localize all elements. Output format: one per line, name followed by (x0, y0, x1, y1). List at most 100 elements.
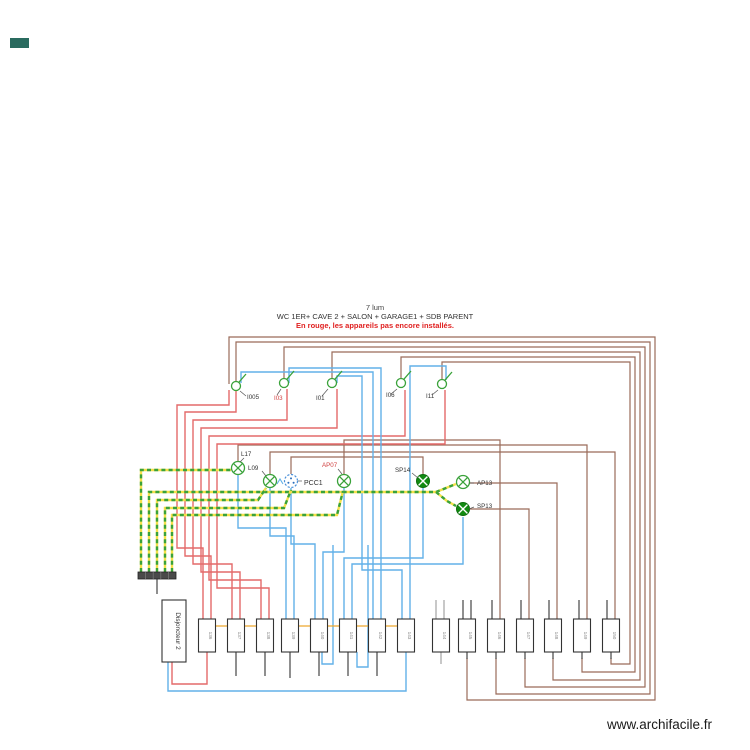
socket-pin-0 (290, 477, 292, 480)
spot-SP14[interactable]: SP14 (395, 467, 430, 488)
label-leader-1 (276, 388, 282, 396)
lamp-label-L09: L09 (248, 465, 259, 472)
switch-I03[interactable]: I03 (274, 370, 295, 402)
terminal-block-150[interactable]: 150 (601, 618, 621, 653)
wire-red-s1-a (176, 390, 230, 619)
terminal-number-141: 141 (349, 632, 354, 640)
socket-pin-2 (292, 481, 295, 484)
switch-dot-I01[interactable] (326, 377, 338, 389)
wire-earth-sp13-branch-yellow (435, 491, 457, 508)
wire-blue-top-142a (240, 371, 374, 619)
wire-earth-main-yellow (147, 490, 436, 572)
wire-earth-pcc1-yellow (163, 489, 293, 572)
socket-circle-PCC1[interactable] (283, 473, 299, 489)
label-leader-4 (431, 389, 439, 396)
lamp-label-AP13: AP13 (477, 480, 493, 487)
lamp-x2-L09 (264, 475, 276, 487)
terminal-box-142[interactable] (367, 618, 387, 653)
terminal-box-149[interactable] (572, 618, 592, 653)
switch-I01[interactable]: I01 (316, 370, 343, 402)
terminal-block-148[interactable]: 148 (543, 618, 563, 653)
switch-dot-I11[interactable] (436, 378, 448, 390)
terminal-block-137[interactable]: 137 (226, 618, 246, 653)
terminal-block-138[interactable]: 138 (255, 618, 275, 653)
switch-I06[interactable]: I06 (386, 370, 412, 399)
wire-brown-s1-b (235, 341, 651, 695)
wire-brown-s4 (400, 356, 636, 673)
terminal-block-145[interactable]: 145 (457, 618, 477, 653)
terminal-box-150[interactable] (601, 618, 621, 653)
wire-brown-pcc1-sp14 (290, 456, 424, 475)
earth-busbar[interactable] (137, 571, 177, 580)
terminal-block-140[interactable]: 140 (309, 618, 329, 653)
wire-brown-l17 (237, 444, 588, 619)
label-leader-10 (468, 506, 475, 510)
lamp-L09[interactable]: L09 (248, 465, 278, 489)
terminal-box-146[interactable] (486, 618, 506, 653)
terminal-number-136: 136 (208, 632, 213, 640)
switch-label-I03: I03 (274, 395, 283, 402)
wire-blue-sp13-141 (351, 517, 464, 619)
terminal-block-141[interactable]: 141 (338, 618, 358, 653)
switch-I11[interactable]: I11 (426, 371, 453, 400)
switch-I005[interactable]: I005 (230, 373, 260, 401)
wire-brown-sp13 (470, 508, 530, 619)
archifacile-watermark: www.archifacile.fr (606, 717, 712, 732)
terminal-block-144[interactable]: 144 (431, 618, 451, 653)
terminal-block-146[interactable]: 146 (486, 618, 506, 653)
wire-blue-l09-139 (269, 488, 295, 619)
lamp-L17[interactable]: L17 (230, 451, 252, 476)
switch-label-I11: I11 (426, 393, 435, 400)
lamp-AP07[interactable]: AP07 (322, 462, 352, 489)
breaker-disjoncteur-2[interactable]: Disjoncteur 2 (161, 599, 187, 663)
switch-lever-I11 (444, 371, 453, 382)
lamp-AP13[interactable]: AP13 (455, 474, 493, 490)
lamp-x2-L17 (232, 462, 244, 474)
switch-dot-I005[interactable] (230, 380, 242, 392)
terminal-number-138: 138 (266, 632, 271, 640)
lamp-x2-AP13 (457, 476, 469, 488)
terminal-box-148[interactable] (543, 618, 563, 653)
lamp-label-L17: L17 (241, 451, 252, 458)
switch-label-I01: I01 (316, 395, 325, 402)
wire-earth-ap13-branch-green (435, 482, 457, 494)
wire-earth-ap07-yellow (170, 490, 345, 572)
wire-earth-pcc1-green (163, 489, 293, 572)
lamp-x2-AP07 (338, 475, 350, 487)
terminal-box-139[interactable] (280, 618, 300, 653)
terminal-box-140[interactable] (309, 618, 329, 653)
wire-earth-main-green (147, 490, 436, 572)
wire-red-s1-b (184, 390, 237, 619)
wire-earth-l17-green (139, 468, 231, 572)
socket-PCC1[interactable]: PCC1 (276, 473, 323, 489)
wire-brown-s2 (283, 346, 646, 688)
wire-blue-breaker-143 (167, 652, 407, 692)
spot-SP13[interactable]: SP13 (456, 502, 493, 516)
terminal-box-144[interactable] (431, 618, 451, 653)
terminal-box-147[interactable] (515, 618, 535, 653)
terminal-box-137[interactable] (226, 618, 246, 653)
label-leader-6 (261, 470, 267, 477)
wire-brown-s3 (331, 351, 641, 681)
breaker-box[interactable] (161, 599, 187, 663)
terminal-block-149[interactable]: 149 (572, 618, 592, 653)
terminal-box-145[interactable] (457, 618, 477, 653)
switch-dot-I03[interactable] (278, 377, 290, 389)
label-leader-0 (239, 390, 247, 397)
terminal-block-139[interactable]: 139 (280, 618, 300, 653)
terminal-box-143[interactable] (396, 618, 416, 653)
switch-lever-I03 (286, 370, 295, 381)
terminal-box-138[interactable] (255, 618, 275, 653)
wire-brown-ap13 (470, 482, 558, 619)
switch-lever-I01 (334, 370, 343, 381)
terminal-block-143[interactable]: 143 (396, 618, 416, 653)
wire-brown-l09 (269, 451, 616, 619)
terminal-number-139: 139 (291, 632, 296, 640)
terminal-box-141[interactable] (338, 618, 358, 653)
switch-dot-I06[interactable] (395, 377, 407, 389)
terminal-block-147[interactable]: 147 (515, 618, 535, 653)
terminal-block-142[interactable]: 142 (367, 618, 387, 653)
terminal-block-136[interactable]: 136 (197, 618, 217, 653)
terminal-box-136[interactable] (197, 618, 217, 653)
